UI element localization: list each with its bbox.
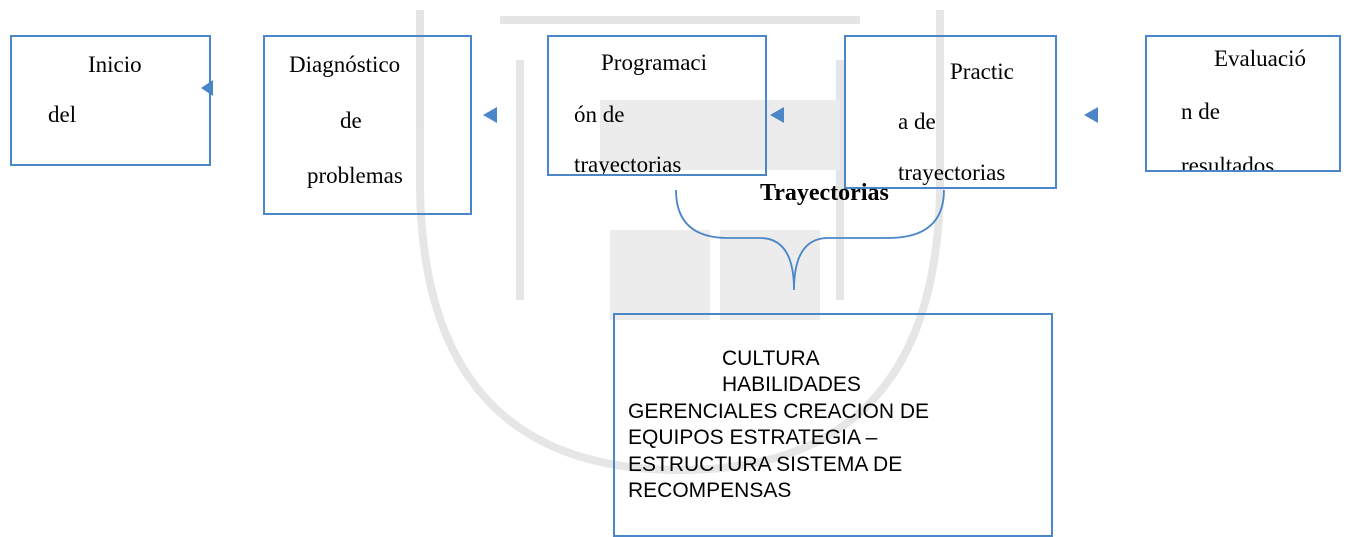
- heading-trayectorias: Trayectorias: [760, 180, 889, 206]
- box-evaluacion-line-2: n de: [1181, 99, 1220, 124]
- box-practica-line-1: Practic: [950, 59, 1014, 84]
- arrow-3-icon: [770, 107, 784, 123]
- box-inicio-line-2: del: [48, 102, 77, 127]
- bottom-line-5: ESTRUCTURA SISTEMA DE: [628, 453, 903, 476]
- box-programacion-line-3: trayectorias: [574, 152, 682, 176]
- box-practica: Practic a de trayectorias: [844, 35, 1057, 189]
- watermark-crest: [416, 10, 944, 475]
- bottom-line-6: RECOMPENSAS: [628, 479, 792, 502]
- box-programacion-line-1: Programaci: [601, 50, 708, 75]
- box-evaluacion-line-3: resultados: [1181, 153, 1275, 172]
- arrow-1-icon: [201, 80, 213, 96]
- bottom-line-1: CULTURA: [722, 347, 820, 370]
- box-evaluacion: Evaluació n de resultados: [1145, 35, 1341, 172]
- bottom-line-2: HABILIDADES: [722, 373, 861, 396]
- box-inicio: Inicio del: [10, 35, 211, 166]
- box-programacion-line-2: ón de: [574, 102, 625, 127]
- box-practica-line-2: a de: [898, 109, 936, 134]
- bottom-line-3: GERENCIALES CREACION DE: [628, 400, 930, 423]
- box-diagnostico-line-1: Diagnóstico: [289, 52, 401, 77]
- bottom-line-4: EQUIPOS ESTRATEGIA –: [628, 426, 878, 449]
- curly-brace-icon: [675, 189, 945, 291]
- box-evaluacion-line-1: Evaluació: [1214, 46, 1306, 71]
- connectors: [201, 80, 1098, 291]
- box-componentes: CULTURA HABILIDADES GERENCIALES CREACION…: [613, 313, 1053, 537]
- box-practica-line-3: trayectorias: [898, 160, 1006, 185]
- box-diagnostico-line-3: problemas: [307, 163, 403, 188]
- box-diagnostico: Diagnóstico de problemas: [263, 35, 472, 215]
- box-programacion: Programaci ón de trayectorias: [547, 35, 767, 176]
- box-diagnostico-line-2: de: [340, 108, 362, 133]
- box-inicio-line-1: Inicio: [88, 52, 142, 77]
- arrow-2-icon: [483, 107, 497, 123]
- arrow-4-icon: [1084, 107, 1098, 123]
